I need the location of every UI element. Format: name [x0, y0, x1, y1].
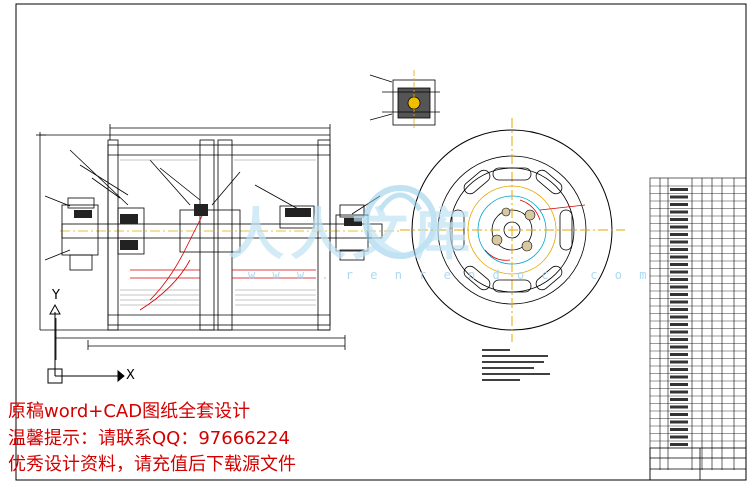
section-break-curves [130, 209, 316, 311]
parts-list-cell-mark [670, 225, 688, 229]
watermark-url: w w w . r e n r e n d o c . c o m [248, 268, 652, 282]
parts-list-cell-mark [670, 195, 688, 199]
parts-list-cell-mark [670, 390, 688, 394]
parts-list-cell-mark [670, 360, 688, 364]
parts-list-cell-mark [670, 420, 688, 424]
parts-list-cell-mark [670, 383, 688, 386]
technical-notes [482, 349, 550, 381]
parts-list-cell-mark [670, 270, 688, 274]
axis-x-label: X [126, 368, 135, 383]
parts-list-cell-mark [670, 203, 688, 206]
parts-list-cell-mark [670, 300, 688, 304]
parts-list-cell-mark [670, 315, 688, 319]
parts-list-cell-mark [670, 323, 688, 326]
parts-list-cell-mark [670, 255, 688, 259]
parts-list-cell-mark [670, 263, 688, 266]
parts-list-cell-mark [670, 375, 688, 379]
parts-list-cell-mark [670, 188, 688, 191]
parts-list-cell-mark [670, 285, 688, 289]
promo-line-2: 温馨提示：请联系QQ：97666224 [8, 428, 290, 449]
parts-list-cell-mark [670, 240, 688, 244]
axis-y-label: Y [52, 288, 60, 303]
parts-list-cell-mark [670, 218, 688, 221]
parts-list-rows [650, 185, 746, 446]
watermark-text: 人人文库 [228, 203, 476, 268]
parts-list-cell-mark [670, 233, 688, 236]
ucs-axis-icon [47, 303, 125, 384]
end-view-slots [451, 167, 573, 293]
parts-list-cell-mark [670, 413, 688, 416]
hatched-parts [74, 204, 362, 250]
parts-list-cell-mark [670, 368, 688, 371]
detail-view-coupling [369, 70, 440, 130]
drum-hatching [120, 159, 316, 306]
parts-list-cell-mark [670, 338, 688, 341]
parts-list-cell-mark [670, 443, 688, 446]
parts-list-cell-mark [670, 330, 688, 334]
parts-list-cell-mark [670, 435, 688, 439]
parts-list-cell-mark [670, 405, 688, 409]
promo-line-3: 优秀设计资料，请充值后下载源文件 [8, 454, 296, 475]
parts-list-cell-mark [670, 293, 688, 296]
parts-list-cell-mark [670, 278, 688, 281]
parts-list-cell-mark [670, 210, 688, 214]
end-view-red-marks [484, 199, 586, 261]
title-block [649, 447, 747, 481]
promo-line-1: 原稿word+CAD图纸全套设计 [8, 401, 251, 422]
parts-list-cell-mark [670, 308, 688, 311]
end-view-bolt-holes [491, 207, 536, 252]
renrendoc-watermark-logo [363, 185, 437, 259]
parts-list-cell-mark [670, 248, 688, 251]
parts-list-cell-mark [670, 398, 688, 401]
parts-list-cell-mark [670, 345, 688, 349]
parts-list-cell-mark [670, 428, 688, 431]
parts-list-cell-mark [670, 353, 688, 356]
